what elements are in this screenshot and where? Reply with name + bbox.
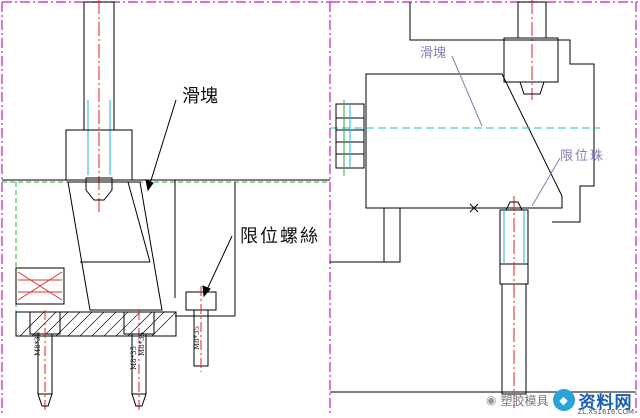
left-view xyxy=(2,0,330,410)
right-connector xyxy=(335,100,365,176)
base-hatch xyxy=(19,311,177,337)
screw-mark-4: M8*35 xyxy=(193,325,201,350)
screw-mark-1: M8*35 xyxy=(34,331,42,356)
watermark-brand: 资料网 xyxy=(578,392,633,413)
screw-mark-3: M8*35 xyxy=(138,331,146,356)
slider-leader xyxy=(147,99,177,191)
slider-label-right: 滑塊 xyxy=(420,46,447,61)
right-limit-leader xyxy=(531,157,561,207)
base-block xyxy=(15,311,177,337)
logo-icon: ◆ xyxy=(552,389,575,411)
slider-body xyxy=(67,181,163,311)
right-plate-lower xyxy=(330,207,500,263)
watermark-account: 塑胶模具 xyxy=(500,393,549,408)
slider-leader-arrow xyxy=(145,179,154,192)
wechat-icon: ◉ xyxy=(486,393,497,407)
watermark-site: ZL.XS1616.COM xyxy=(577,408,634,416)
right-view xyxy=(330,0,636,410)
screw-mark-2: M8*35 xyxy=(130,345,138,370)
limit-screw-leader xyxy=(203,235,233,297)
slider-label-left: 滑塊 xyxy=(182,86,218,107)
top-pin-tip xyxy=(85,177,113,201)
limit-screw xyxy=(185,286,217,372)
right-slider-leader xyxy=(451,55,483,127)
bottom-screw-2 xyxy=(123,310,155,410)
right-mark-2 xyxy=(469,203,479,213)
limit-screw-leader-arrow xyxy=(202,285,211,298)
limit-pin-label: 限位珠 xyxy=(560,149,606,164)
spring-box xyxy=(15,267,65,305)
bottom-screw-1 xyxy=(29,310,61,410)
right-limit-pin xyxy=(499,196,529,410)
right-top-counterbore xyxy=(503,37,559,83)
slider-inner-angle xyxy=(127,181,151,263)
limit-screw-label: 限位螺絲 xyxy=(240,226,320,247)
spring-coils xyxy=(17,271,63,301)
right-top-tip xyxy=(519,81,545,95)
watermark: ◉ 塑胶模具 ◆ 资料网 xyxy=(486,386,636,414)
right-plate-outline xyxy=(409,2,595,223)
